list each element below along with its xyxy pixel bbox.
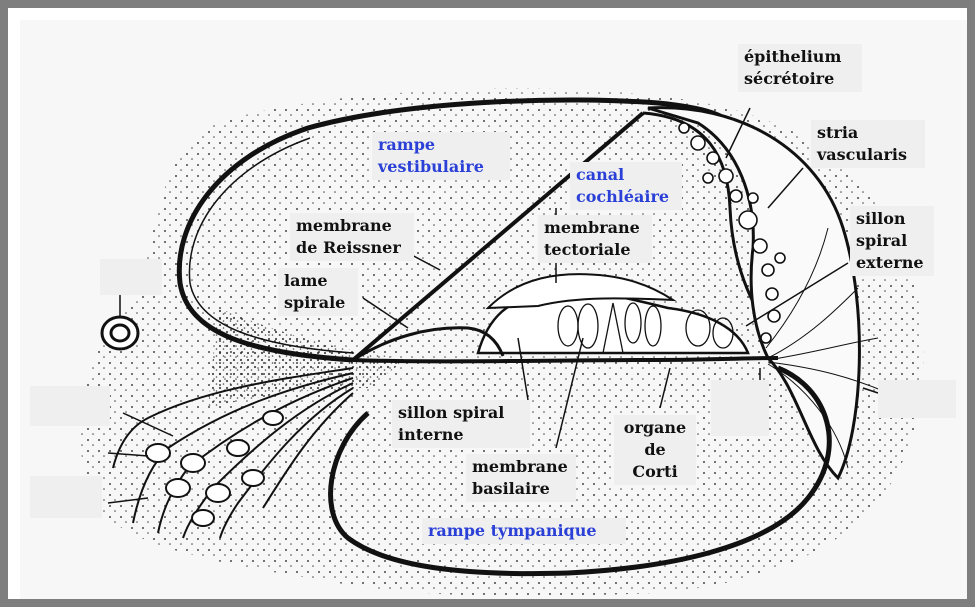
modiolus-vessel: [102, 317, 138, 349]
label-membrane-basilaire: membrane basilaire: [466, 454, 576, 502]
label-organe-de-corti: organe de Corti: [614, 415, 696, 485]
blank-label-box: [30, 476, 102, 518]
blank-label-box: [30, 386, 110, 426]
label-rampe-vestibulaire: rampe vestibulaire: [372, 132, 510, 180]
label-sillon-spiral-interne: sillon spiral interne: [392, 400, 530, 448]
label-membrane-de-reissner: membrane de Reissner: [290, 213, 414, 261]
label-lame-spirale: lame spirale: [278, 268, 358, 316]
blank-label-box: [711, 380, 769, 436]
label-stria-vascularis: stria vascularis: [811, 120, 925, 168]
label-rampe-tympanique: rampe tympanique: [422, 518, 626, 544]
label-epithelium-secretoire: épithelium sécrétoire: [738, 44, 862, 92]
blank-label-box: [878, 380, 956, 418]
blank-label-box: [100, 259, 162, 295]
label-canal-cochleaire: canal cochléaire: [570, 162, 682, 210]
label-sillon-spiral-externe: sillon spiral externe: [850, 206, 934, 276]
label-membrane-tectoriale: membrane tectoriale: [538, 215, 652, 263]
